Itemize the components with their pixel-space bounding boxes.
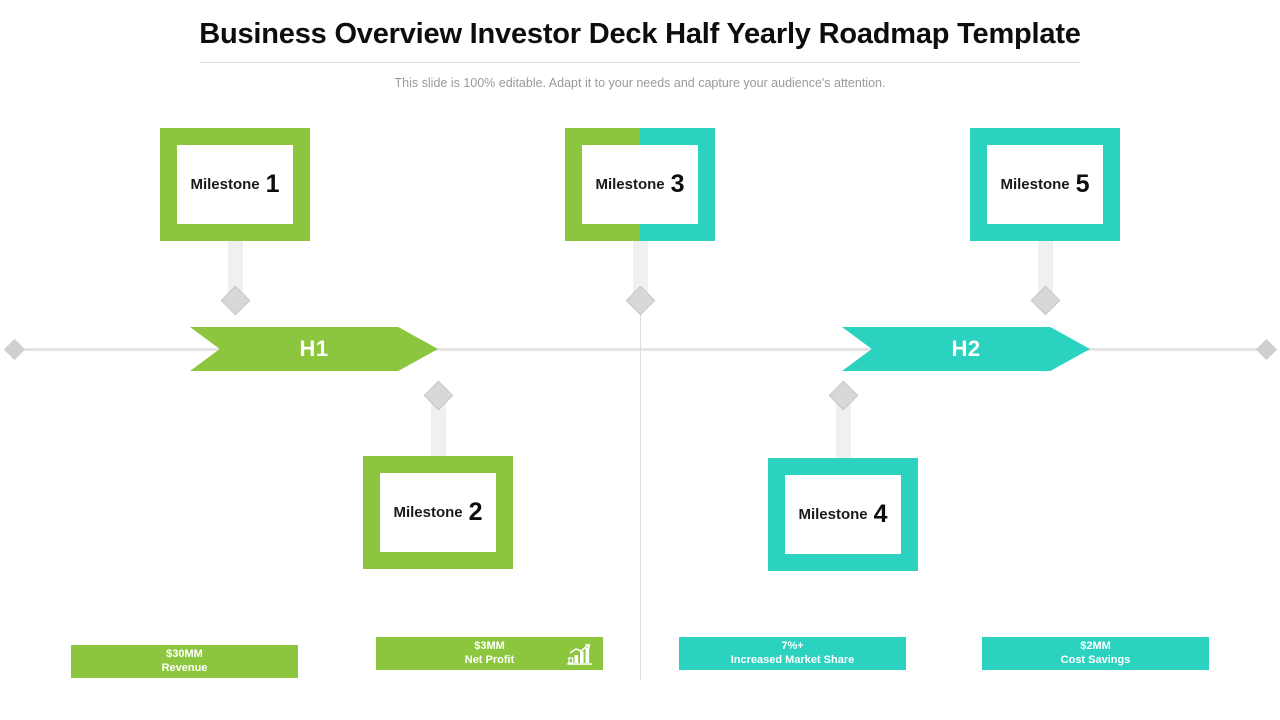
period-arrow-h1[interactable]: H1 [190, 327, 438, 371]
milestone-card-1[interactable]: Milestone 1 [160, 128, 310, 241]
stat-cost-savings-value: $2MM [1080, 639, 1111, 652]
milestone-card-3-inner: Milestone 3 [582, 145, 698, 224]
milestone-4-number: 4 [873, 500, 888, 528]
stat-revenue-value: $30MM [166, 647, 203, 660]
stat-card-net-profit-text: $3MM Net Profit [465, 640, 515, 668]
stat-card-revenue[interactable]: $30MM Revenue [71, 645, 298, 678]
milestone-2-number: 2 [468, 498, 483, 526]
stat-net-profit-caption: Net Profit [464, 653, 515, 666]
stat-market-share-value: 7%+ [781, 639, 804, 652]
milestone-1-diamond [220, 285, 251, 316]
milestone-3-stem [633, 233, 648, 305]
timeline-end-marker [1255, 338, 1278, 361]
milestone-card-5-inner: Milestone 5 [987, 145, 1103, 224]
stat-card-cost-savings[interactable]: $2MM Cost Savings [982, 637, 1209, 670]
period-arrow-h2[interactable]: H2 [842, 327, 1090, 371]
period-arrow-h2-label: H2 [951, 336, 981, 361]
milestone-card-1-inner: Milestone 1 [177, 145, 293, 224]
milestone-3-diamond [625, 285, 656, 316]
stat-card-cost-savings-text: $2MM Cost Savings [1061, 640, 1131, 668]
milestone-2-label: Milestone [393, 504, 463, 521]
stat-market-share-caption: Increased Market Share [730, 653, 855, 666]
milestone-3-number: 3 [670, 170, 685, 198]
milestone-1-number: 1 [265, 170, 280, 198]
milestone-card-5[interactable]: Milestone 5 [970, 128, 1120, 241]
milestone-1-label: Milestone [190, 176, 260, 193]
milestone-card-2-inner: Milestone 2 [380, 473, 496, 552]
stat-card-market-share-text: 7%+ Increased Market Share [731, 640, 855, 668]
milestone-4-label: Milestone [798, 506, 868, 523]
milestone-card-4[interactable]: Milestone 4 [768, 458, 918, 571]
title-divider [200, 62, 1080, 63]
milestone-2-stem [431, 392, 446, 460]
milestone-4-diamond [828, 380, 859, 411]
stat-net-profit-value: $3MM [474, 639, 505, 652]
growth-bar-chart-icon [567, 643, 593, 665]
milestone-5-number: 5 [1075, 170, 1090, 198]
milestone-card-3[interactable]: Milestone 3 [565, 128, 715, 241]
milestone-card-2[interactable]: Milestone 2 [363, 456, 513, 569]
period-arrow-h1-label: H1 [299, 336, 329, 361]
half-year-divider [640, 296, 641, 680]
stat-revenue-caption: Revenue [161, 661, 208, 674]
milestone-4-stem [836, 392, 851, 460]
stat-card-market-share[interactable]: 7%+ Increased Market Share [679, 637, 906, 670]
stat-card-net-profit[interactable]: $3MM Net Profit [376, 637, 603, 670]
timeline-start-marker [3, 338, 26, 361]
page-title: Business Overview Investor Deck Half Yea… [199, 18, 1081, 50]
stat-card-revenue-text: $30MM Revenue [162, 648, 208, 676]
stat-cost-savings-caption: Cost Savings [1060, 653, 1131, 666]
milestone-5-label: Milestone [1000, 176, 1070, 193]
milestone-1-stem [228, 233, 243, 305]
milestone-2-diamond [423, 380, 454, 411]
milestone-card-4-inner: Milestone 4 [785, 475, 901, 554]
milestone-5-diamond [1030, 285, 1061, 316]
page-subtitle: This slide is 100% editable. Adapt it to… [394, 76, 886, 90]
milestone-5-stem [1038, 233, 1053, 305]
milestone-3-label: Milestone [595, 176, 665, 193]
